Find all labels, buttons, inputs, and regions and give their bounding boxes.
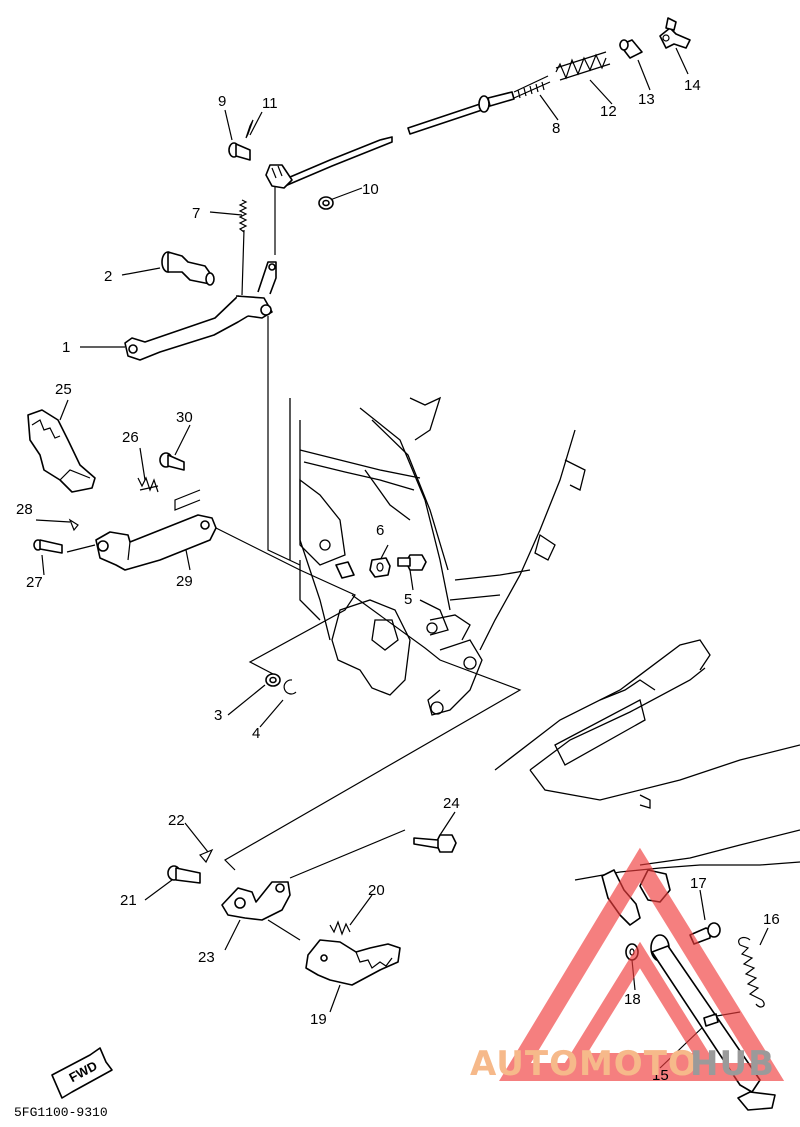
part-cotter-pin-28 — [68, 518, 79, 532]
callout-16: 16 — [763, 911, 780, 928]
callout-8: 8 — [552, 120, 560, 137]
part-rod-joint — [265, 164, 293, 189]
callout-22: 22 — [168, 812, 185, 829]
part-bolt-24 — [413, 834, 457, 853]
part-wing-nut — [659, 17, 691, 49]
callout-30: 30 — [176, 409, 193, 426]
part-pin-27 — [33, 539, 63, 554]
part-stand-lever — [221, 881, 291, 921]
fwd-arrow-icon: FWD — [51, 1047, 113, 1099]
watermark-logo — [499, 847, 785, 1081]
callout-28: 28 — [16, 501, 33, 518]
watermark-word-a: AUTOMOTO — [470, 1044, 698, 1084]
part-spring-26 — [137, 476, 159, 493]
callout-12: 12 — [600, 103, 617, 120]
part-stand-step — [305, 939, 401, 986]
callout-26: 26 — [122, 429, 139, 446]
callout-27: 27 — [26, 574, 43, 591]
part-cotter-pin — [245, 119, 254, 139]
callout-7: 7 — [192, 205, 200, 222]
part-brake-rod — [282, 75, 551, 187]
callout-13: 13 — [638, 91, 655, 108]
callout-29: 29 — [176, 573, 193, 590]
part-pin — [228, 142, 251, 161]
callout-3: 3 — [214, 707, 222, 724]
callout-11: 11 — [262, 95, 278, 112]
callout-14: 14 — [684, 77, 701, 94]
part-nut-6 — [369, 557, 391, 578]
callout-2: 2 — [104, 268, 112, 285]
part-guard — [27, 409, 96, 493]
callout-18: 18 — [624, 991, 641, 1008]
part-bolt-30 — [159, 452, 185, 471]
callout-24: 24 — [443, 795, 460, 812]
part-spring-12 — [555, 51, 611, 81]
part-collar — [619, 39, 643, 59]
callout-1: 1 — [62, 339, 70, 356]
part-spring-20 — [329, 920, 351, 936]
callout-15: 15 — [652, 1067, 669, 1084]
part-bolt-5 — [397, 554, 427, 571]
part-circlip — [283, 679, 297, 695]
part-pivot-shaft — [161, 251, 215, 286]
callout-21: 21 — [120, 892, 137, 909]
part-plate — [335, 561, 355, 579]
callout-9: 9 — [218, 93, 226, 110]
part-return-spring — [238, 199, 248, 233]
callout-23: 23 — [198, 949, 215, 966]
watermark-text: AUTOMOTO HUB — [470, 1044, 775, 1084]
callout-labels: 1 2 3 4 5 6 7 8 9 10 11 12 13 14 15 16 1… — [16, 77, 780, 1084]
part-stand-bracket — [95, 514, 217, 571]
part-spring-16 — [738, 936, 765, 1008]
drawing-code: 5FG1100-9310 — [14, 1105, 108, 1120]
callout-25: 25 — [55, 381, 72, 398]
motorcycle-frame — [289, 396, 800, 881]
callout-10: 10 — [362, 181, 379, 198]
callout-4: 4 — [252, 725, 260, 742]
part-brake-pedal — [124, 261, 277, 361]
part-washer-10 — [318, 196, 334, 210]
watermark-word-b: HUB — [690, 1044, 775, 1084]
callout-19: 19 — [310, 1011, 327, 1028]
part-pin-15 — [703, 1013, 719, 1027]
part-pin-21 — [167, 865, 201, 884]
callout-20: 20 — [368, 882, 385, 899]
part-washer-3 — [265, 673, 281, 687]
callout-5: 5 — [404, 591, 412, 608]
callout-17: 17 — [690, 875, 707, 892]
callout-6: 6 — [376, 522, 384, 539]
part-bolt-17 — [689, 922, 721, 945]
part-cotter-pin-22 — [199, 848, 214, 864]
